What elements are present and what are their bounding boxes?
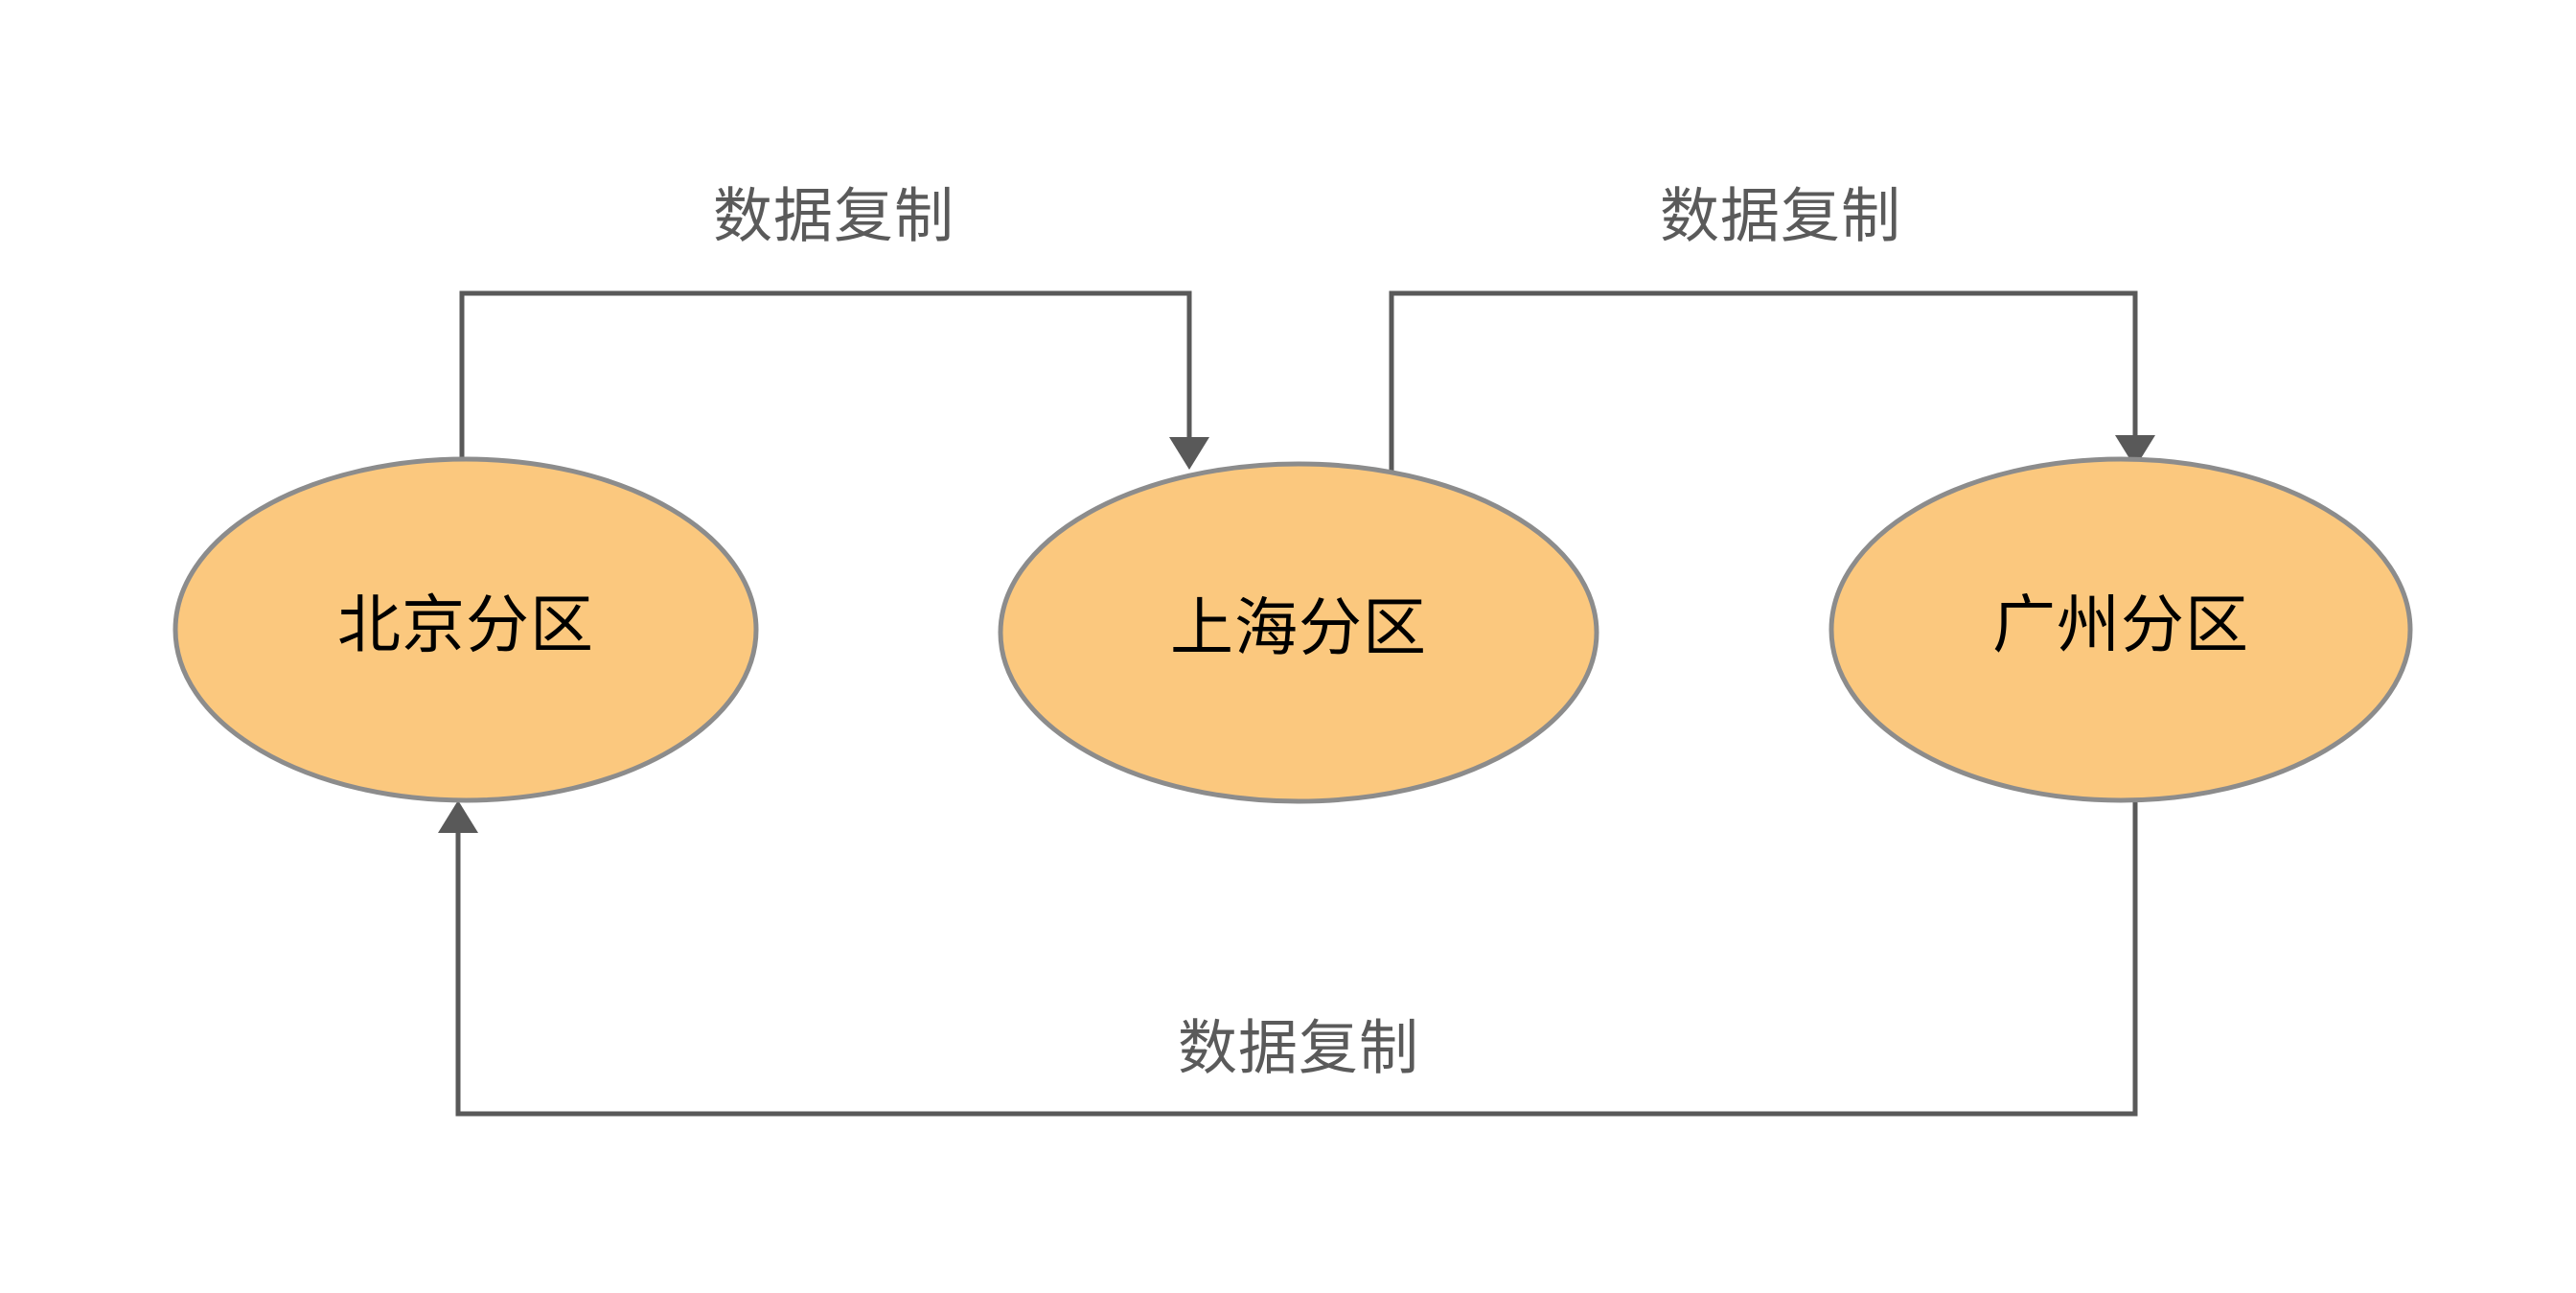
arrowhead-icon [438, 800, 478, 833]
edge-line [455, 801, 2138, 1117]
node-beijing-label: 北京分区 [337, 589, 594, 659]
edge-label-guangzhou-to-beijing: 数据复制 [1178, 1015, 1419, 1081]
edge-group [438, 290, 2155, 1117]
edge-line [1389, 290, 2138, 472]
node-beijing[interactable]: 北京分区 [172, 456, 759, 803]
edge-guangzhou-to-beijing[interactable] [438, 800, 2138, 1117]
node-guangzhou-label: 广州分区 [1992, 589, 2249, 659]
edge-label-beijing-to-shanghai: 数据复制 [713, 183, 954, 249]
node-shanghai-label: 上海分区 [1170, 591, 1427, 662]
edge-line [459, 290, 1192, 472]
node-shanghai-shape[interactable] [998, 461, 1599, 804]
node-shanghai[interactable]: 上海分区 [998, 461, 1599, 804]
edge-beijing-to-shanghai[interactable] [459, 290, 1209, 472]
node-group: 北京分区 上海分区 广州分区 [172, 456, 2413, 804]
arrowhead-icon [2115, 435, 2155, 468]
edge-label-group: 数据复制 数据复制 数据复制 [713, 183, 1901, 1081]
edge-label-shanghai-to-guangzhou: 数据复制 [1660, 183, 1901, 249]
node-guangzhou[interactable]: 广州分区 [1828, 456, 2413, 803]
edge-shanghai-to-guangzhou[interactable] [1389, 290, 2155, 472]
arrowhead-icon [1169, 437, 1209, 470]
node-beijing-shape[interactable] [172, 456, 759, 803]
node-guangzhou-shape[interactable] [1828, 456, 2413, 803]
